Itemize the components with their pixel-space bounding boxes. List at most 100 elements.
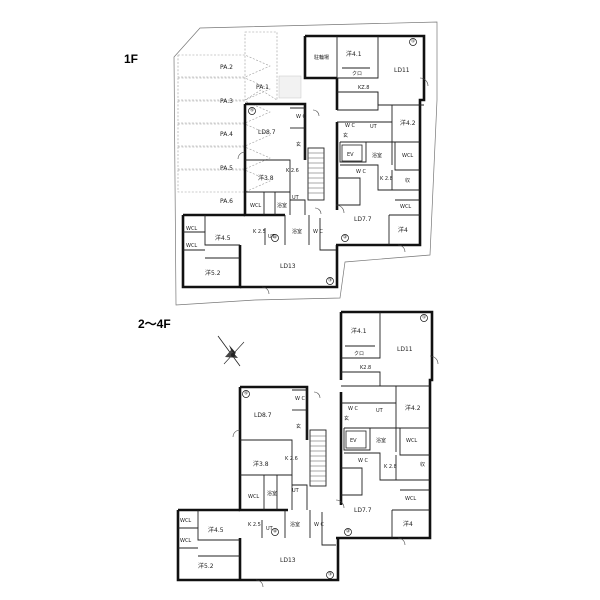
- room-label: K 2.8: [384, 464, 397, 470]
- wc-mark: W C: [313, 229, 324, 235]
- room-label: 駐輪場: [314, 54, 329, 61]
- wc-mark: W C: [345, 123, 356, 129]
- room-label: LD7.7: [354, 216, 372, 223]
- doors-2-4f: [232, 355, 439, 588]
- room-label: 洋3.8: [253, 460, 269, 468]
- unit-number: ⑤: [244, 391, 248, 397]
- parking-label: PA.6: [220, 198, 233, 205]
- room-label: WCL: [402, 153, 413, 159]
- room-label: 浴室: [372, 152, 382, 159]
- unit-number: ②: [343, 235, 347, 241]
- doors-1f: [237, 77, 429, 295]
- room-label: UT: [266, 526, 274, 532]
- entrance-mark: 玄: [343, 132, 348, 139]
- parking-label: PA.3: [220, 98, 233, 105]
- room-label: 洋5.2: [205, 269, 221, 277]
- room-label: WCL: [248, 494, 259, 500]
- unit-markers-1f: ① ② ③ ④ ⑤: [248, 38, 417, 285]
- unit-number: ③: [328, 572, 332, 578]
- room-label: EV: [350, 438, 357, 444]
- lot-boundary: [173, 21, 438, 306]
- room-label: K 2.5: [253, 229, 266, 235]
- parking-label: PA.4: [220, 131, 233, 138]
- staircase-1f: [307, 147, 325, 201]
- room-label: UT: [292, 195, 300, 201]
- room-labels-2-4f: 洋4.1 クロ LD11 K2.8 洋4.2 WCL 浴室 EV K 2.8 U…: [180, 327, 421, 570]
- wc-marks-1f: W C W C W C W C 玄 玄 収: [296, 114, 410, 235]
- floor-1f-title: 1F: [124, 52, 138, 66]
- room-label: 洋4.5: [208, 526, 224, 534]
- room-label: WCL: [186, 226, 197, 232]
- room-label: K 2.6: [286, 168, 299, 174]
- wc-marks-2-4f: W C W C W C W C 玄 玄 収: [295, 396, 425, 528]
- entrance-mark: 玄: [296, 423, 301, 430]
- elevator-1f: [341, 144, 363, 162]
- room-label: LD8.7: [254, 412, 272, 419]
- room-labels-1f: 駐輪場 洋4.1 クロ LD11 KZ.8 洋4.2 WCL 浴室 EV K 2…: [186, 50, 416, 277]
- room-label: WCL: [405, 496, 416, 502]
- room-label: UT: [292, 488, 300, 494]
- unit-number: ④: [273, 529, 277, 535]
- staircase-2-4f: [309, 429, 327, 487]
- entrance-mark: 玄: [296, 141, 301, 148]
- room-label: WCL: [186, 243, 197, 249]
- room-label: LD11: [394, 67, 410, 74]
- room-label: LD13: [280, 557, 296, 564]
- room-label: 洋4.2: [405, 404, 421, 412]
- room-label: UT: [376, 408, 384, 414]
- room-label: 洋4.2: [400, 119, 416, 127]
- room-label: WCL: [400, 204, 411, 210]
- room-label: LD7.7: [354, 507, 372, 514]
- room-label: LD11: [397, 346, 413, 353]
- unit-number: ④: [273, 235, 277, 241]
- room-label: UT: [268, 234, 276, 240]
- unit-markers-2-4f: ① ② ③ ④ ⑤: [242, 314, 428, 579]
- room-label: 浴室: [267, 490, 277, 497]
- partitions-1f: [183, 36, 424, 259]
- parking-area: [177, 31, 302, 193]
- parking-label: PA.5: [220, 165, 233, 172]
- unit-number: ①: [411, 39, 415, 45]
- room-label: WCL: [250, 203, 261, 209]
- room-label: K 2.5: [248, 522, 261, 528]
- wc-mark: W C: [358, 458, 369, 464]
- room-label: 浴室: [292, 228, 302, 235]
- building-walls-1f: [181, 34, 426, 289]
- room-label: 浴室: [277, 202, 287, 209]
- room-label: 洋4.5: [215, 234, 231, 242]
- wc-mark: W C: [296, 114, 307, 120]
- room-label: K2.8: [360, 365, 371, 371]
- room-label: クロ: [354, 351, 364, 357]
- room-label: WCL: [180, 538, 191, 544]
- room-label: 洋3.8: [258, 174, 274, 182]
- room-label: LD13: [280, 263, 296, 270]
- wc-mark: W C: [295, 396, 306, 402]
- elevator-2-4f: [345, 430, 367, 449]
- partitions-2-4f: [178, 312, 430, 557]
- entrance-mark: 玄: [344, 415, 349, 422]
- room-label: 洋4: [398, 226, 408, 234]
- room-label: EV: [347, 152, 354, 158]
- room-label: K 2.8: [380, 176, 393, 182]
- unit-number: ③: [328, 278, 332, 284]
- room-label: KZ.8: [358, 85, 369, 91]
- unit-number: ⑤: [250, 108, 254, 114]
- wc-mark: W C: [348, 406, 359, 412]
- room-label: 洋5.2: [198, 562, 214, 570]
- north-compass-icon: [217, 335, 245, 367]
- parking-label: PA.2: [220, 64, 233, 71]
- room-label: 洋4.1: [346, 50, 362, 58]
- wc-mark: W C: [356, 169, 367, 175]
- room-label: 洋4: [403, 520, 413, 528]
- grating-area: [278, 75, 302, 99]
- room-label: クロ: [352, 71, 362, 77]
- room-label: 浴室: [290, 521, 300, 528]
- room-label: WCL: [406, 438, 417, 444]
- room-label: LD8.7: [258, 129, 276, 136]
- floor-1f: 1F PA.2 PA.3 PA.4 PA.5 PA.6 PA.1: [124, 21, 438, 306]
- parking-label: PA.1: [256, 84, 269, 91]
- room-label: 洋4.1: [351, 327, 367, 335]
- room-label: 浴室: [376, 437, 386, 444]
- unit-number: ②: [346, 529, 350, 535]
